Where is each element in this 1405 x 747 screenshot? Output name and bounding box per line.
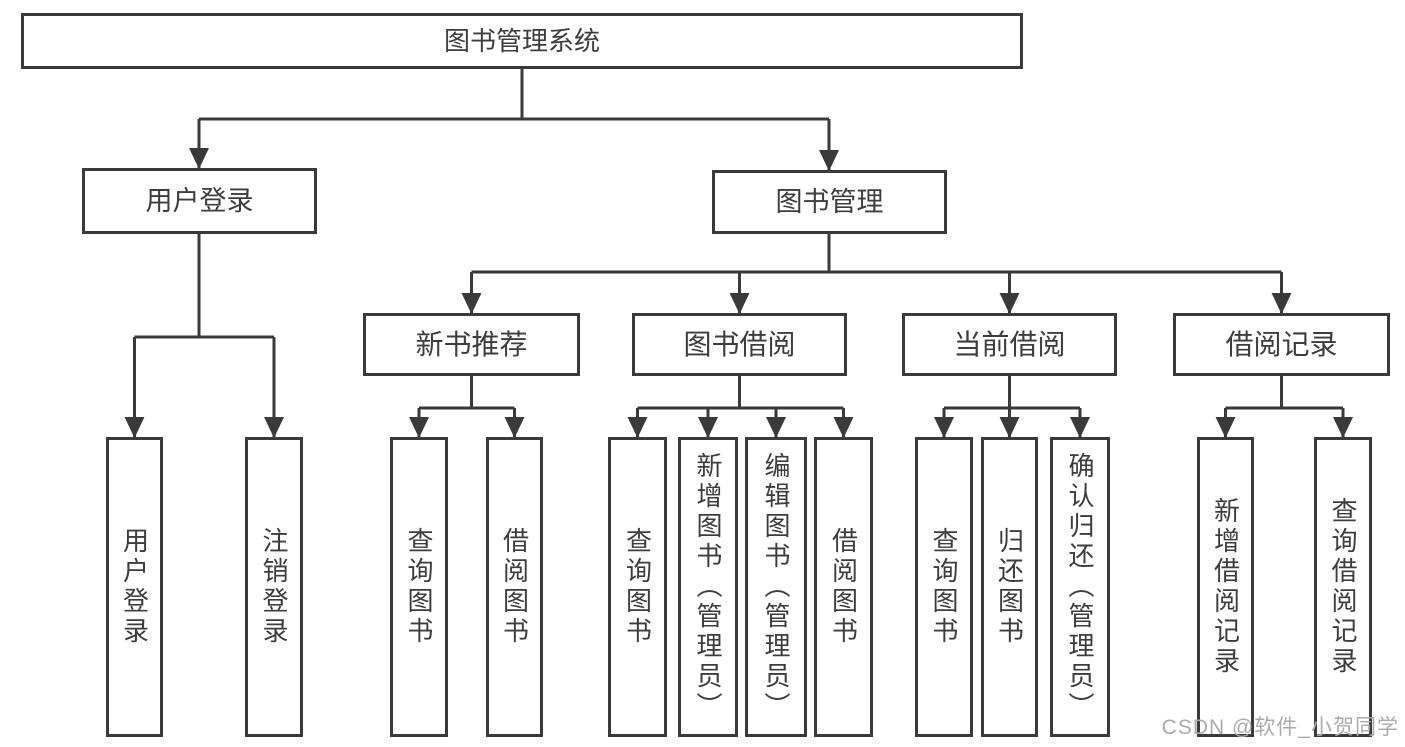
node-book-borrow: 图书借阅 bbox=[632, 313, 847, 376]
leaf-label: 注销登录 bbox=[259, 527, 289, 647]
node-label: 当前借阅 bbox=[953, 328, 1066, 360]
leaf-cb-confirm-return-admin: 确认归还（管理员） bbox=[1050, 437, 1110, 737]
node-book-management: 图书管理 bbox=[712, 170, 947, 234]
leaf-label: 借阅图书 bbox=[828, 527, 859, 647]
leaf-label: 查询图书 bbox=[929, 527, 959, 647]
leaf-cb-return-book: 归还图书 bbox=[981, 437, 1038, 737]
leaf-label: 新增图书（管理员） bbox=[693, 452, 723, 722]
leaf-nbr-query-books: 查询图书 bbox=[390, 437, 448, 737]
leaf-label: 查询借阅记录 bbox=[1328, 497, 1358, 677]
leaf-label: 用户登录 bbox=[119, 527, 150, 647]
node-library-management-system: 图书管理系统 bbox=[21, 13, 1023, 69]
leaf-label: 编辑图书（管理员） bbox=[761, 452, 791, 722]
leaf-label: 查询图书 bbox=[404, 527, 434, 647]
leaf-label: 查询图书 bbox=[622, 527, 653, 647]
node-label: 图书管理系统 bbox=[443, 26, 600, 56]
node-user-login: 用户登录 bbox=[82, 168, 317, 234]
node-label: 图书管理 bbox=[775, 186, 884, 217]
leaf-cb-query-books: 查询图书 bbox=[915, 437, 973, 737]
leaf-label: 归还图书 bbox=[994, 527, 1025, 647]
leaf-label: 新增借阅记录 bbox=[1210, 497, 1241, 677]
leaf-br-query-borrow-record: 查询借阅记录 bbox=[1314, 437, 1372, 737]
leaf-user-login: 用户登录 bbox=[106, 437, 163, 737]
node-label: 借阅记录 bbox=[1225, 328, 1338, 360]
leaf-br-add-borrow-record: 新增借阅记录 bbox=[1197, 437, 1254, 737]
node-new-book-recommend: 新书推荐 bbox=[363, 313, 580, 376]
leaf-nbr-borrow-books: 借阅图书 bbox=[486, 437, 543, 737]
leaf-label: 确认归还（管理员） bbox=[1065, 452, 1095, 722]
leaf-bb-query-books: 查询图书 bbox=[608, 437, 667, 737]
watermark: CSDN @软件_小贺同学 bbox=[1161, 716, 1399, 739]
leaf-bb-edit-book-admin: 编辑图书（管理员） bbox=[745, 437, 807, 737]
node-borrow-records: 借阅记录 bbox=[1173, 313, 1390, 376]
leaf-bb-add-book-admin: 新增图书（管理员） bbox=[678, 437, 738, 737]
node-label: 新书推荐 bbox=[415, 328, 528, 360]
node-label: 图书借阅 bbox=[683, 328, 796, 360]
node-current-borrow: 当前借阅 bbox=[902, 313, 1117, 376]
node-label: 用户登录 bbox=[145, 185, 254, 216]
leaf-label: 借阅图书 bbox=[499, 527, 530, 647]
leaf-bb-borrow-books: 借阅图书 bbox=[814, 437, 873, 737]
leaf-logout: 注销登录 bbox=[245, 437, 303, 737]
